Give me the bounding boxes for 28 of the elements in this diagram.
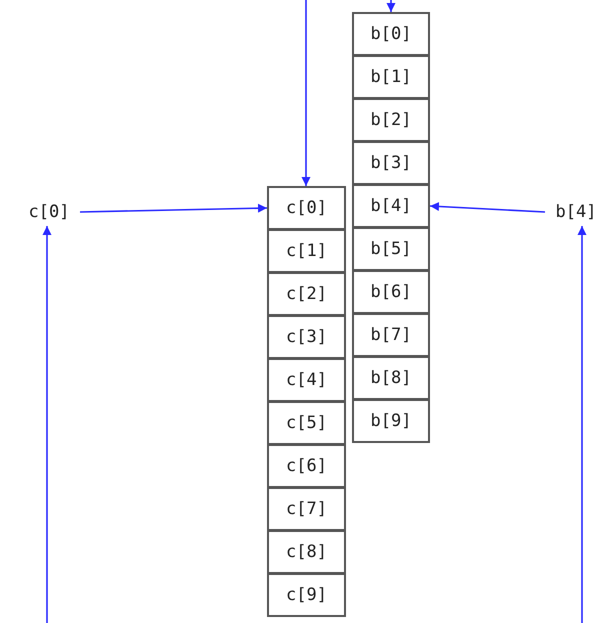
array-cell: c[4] bbox=[267, 358, 346, 402]
array-cell: b[5] bbox=[352, 227, 430, 271]
array-cell: c[6] bbox=[267, 444, 346, 488]
pointer-label: b[4] bbox=[545, 198, 607, 226]
arrow bbox=[302, 0, 310, 186]
arrow bbox=[578, 226, 586, 623]
arrow bbox=[42, 226, 52, 623]
array-cell: c[0] bbox=[267, 186, 346, 230]
array-cell: b[3] bbox=[352, 141, 430, 185]
array-cell: b[6] bbox=[352, 270, 430, 314]
arrow bbox=[386, 0, 396, 12]
array-cell: c[5] bbox=[267, 401, 346, 445]
array-cell: c[2] bbox=[267, 272, 346, 316]
array-cell: c[7] bbox=[267, 487, 346, 531]
array-cell: c[1] bbox=[267, 229, 346, 273]
array-cell: b[9] bbox=[352, 399, 430, 443]
array-cell: c[8] bbox=[267, 530, 346, 574]
array-cell: b[4] bbox=[352, 184, 430, 228]
array-cell: b[0] bbox=[352, 12, 430, 56]
array-cell: b[1] bbox=[352, 55, 430, 99]
pointer-label: c[0] bbox=[18, 198, 80, 226]
arrow bbox=[430, 202, 546, 213]
array-cell: b[2] bbox=[352, 98, 430, 142]
array-cell: b[7] bbox=[352, 313, 430, 357]
array-cell: b[8] bbox=[352, 356, 430, 400]
array-cell: c[3] bbox=[267, 315, 346, 359]
array-cell: c[9] bbox=[267, 573, 346, 617]
arrow bbox=[80, 204, 268, 213]
